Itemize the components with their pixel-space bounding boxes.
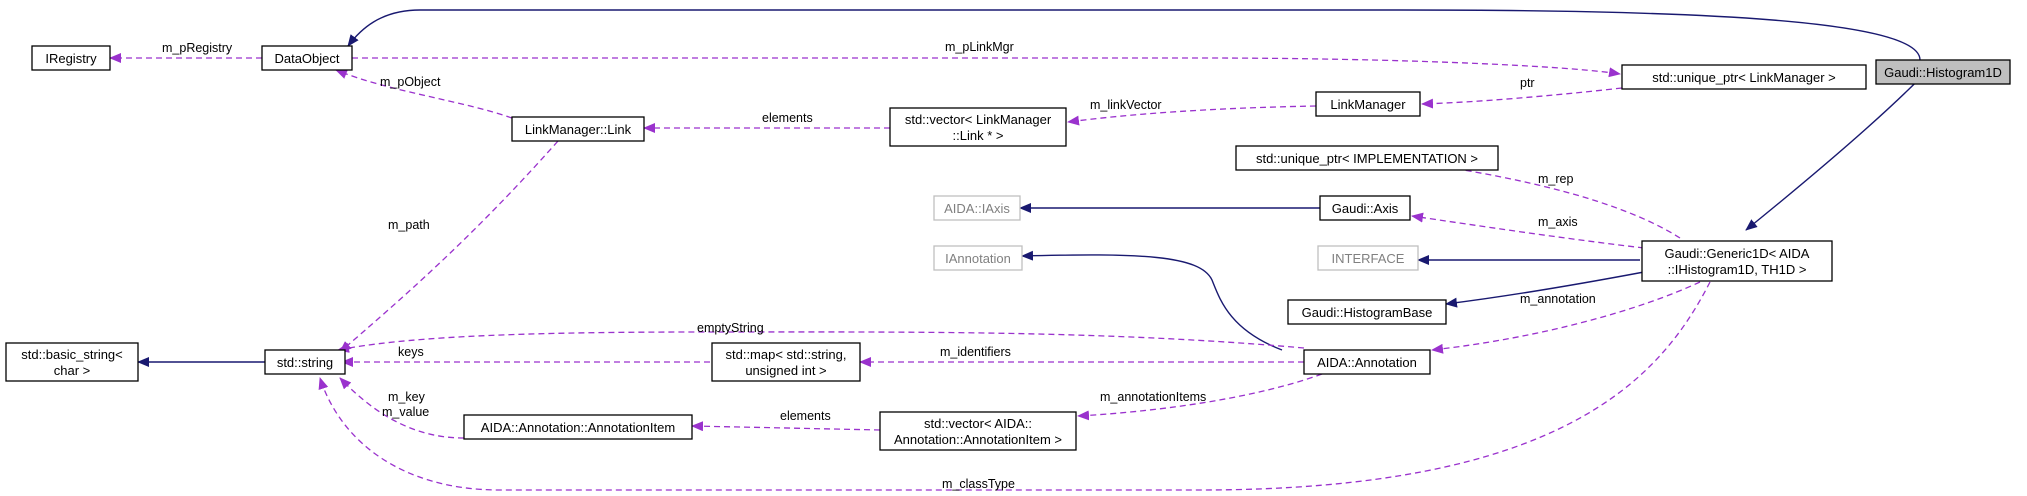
edge-label-m-linkvector: m_linkVector <box>1090 98 1162 112</box>
svg-text:IAnnotation: IAnnotation <box>945 251 1011 266</box>
svg-text:Gaudi::Histogram1D: Gaudi::Histogram1D <box>1884 65 2002 80</box>
edge-label-elements-annotation: elements <box>780 409 831 423</box>
edge-generic1d-to-histogram1d <box>1745 67 1931 231</box>
node-iregistry[interactable]: IRegistry <box>31 45 111 71</box>
edge-generic1d-to-string: m_classType <box>318 281 1711 491</box>
edge-unique-ptr-linkmanager-to-linkmanager: ptr <box>1421 76 1623 109</box>
node-annotation-item[interactable]: AIDA::Annotation::AnnotationItem <box>463 414 693 440</box>
svg-text:LinkManager::Link: LinkManager::Link <box>525 122 632 137</box>
edge-aida-annotation-to-map: m_identifiers <box>859 345 1304 367</box>
edge-aida-annotation-to-vector-annotation-item: m_annotationItems <box>1077 373 1323 421</box>
edge-label-keys: keys <box>398 345 424 359</box>
svg-text:std::unique_ptr< LinkManager >: std::unique_ptr< LinkManager > <box>1652 70 1836 85</box>
svg-text:AIDA::IAxis: AIDA::IAxis <box>944 201 1010 216</box>
node-unique-ptr-implementation[interactable]: std::unique_ptr< IMPLEMENTATION > <box>1235 145 1499 171</box>
svg-text:AIDA::Annotation: AIDA::Annotation <box>1317 355 1417 370</box>
edge-label-m-plinkmgr: m_pLinkMgr <box>945 40 1014 54</box>
svg-text:LinkManager: LinkManager <box>1330 97 1406 112</box>
node-dataobject[interactable]: DataObject <box>261 45 353 71</box>
edge-generic1d-to-unique-ptr-implementation: m_rep <box>1425 160 1681 239</box>
node-vector-annotation-item[interactable]: std::vector< AIDA:: Annotation::Annotati… <box>879 411 1077 451</box>
edge-label-m-key: m_key <box>388 390 426 404</box>
edge-generic1d-to-aida-annotation: m_annotation <box>1431 281 1701 354</box>
edge-vector-annotation-item-to-annotation-item: elements <box>691 409 881 432</box>
edge-label-elements-link: elements <box>762 111 813 125</box>
node-generic1d[interactable]: Gaudi::Generic1D< AIDA ::IHistogram1D, T… <box>1641 240 1833 282</box>
node-basic-string[interactable]: std::basic_string< char > <box>5 342 139 382</box>
svg-text:std::vector< LinkManager: std::vector< LinkManager <box>905 112 1052 127</box>
edge-label-m-annotationitems: m_annotationItems <box>1100 390 1206 404</box>
edge-dataobject-to-histogram1d <box>347 9 1921 61</box>
edge-iregistry-to-dataobject: m_pRegistry <box>109 41 262 63</box>
node-map-string[interactable]: std::map< std::string, unsigned int > <box>711 342 861 382</box>
edge-map-to-string: keys <box>341 345 710 367</box>
node-unique-ptr-linkmanager[interactable]: std::unique_ptr< LinkManager > <box>1621 64 1867 90</box>
edge-aida-annotation-to-iannotation <box>1021 250 1283 351</box>
edge-label-m-pregistry: m_pRegistry <box>162 41 233 55</box>
edge-label-m-pobject: m_pObject <box>380 75 441 89</box>
edge-vector-link-to-link: elements <box>643 111 890 133</box>
svg-text:std::vector< AIDA::: std::vector< AIDA:: <box>924 416 1032 431</box>
edge-generic1d-to-histogrambase <box>1445 271 1645 308</box>
edge-label-m-classtype: m_classType <box>942 477 1015 491</box>
edge-unique-ptr-linkmanager-to-dataobject: m_pLinkMgr <box>352 40 1621 78</box>
edge-label-m-annotation: m_annotation <box>1520 292 1596 306</box>
edge-label-m-path: m_path <box>388 218 430 232</box>
svg-text:std::string: std::string <box>277 355 333 370</box>
svg-text:unsigned int >: unsigned int > <box>745 363 826 378</box>
svg-text:DataObject: DataObject <box>274 51 339 66</box>
svg-text:Gaudi::Axis: Gaudi::Axis <box>1332 201 1399 216</box>
node-std-string[interactable]: std::string <box>264 349 346 375</box>
svg-text:std::basic_string<: std::basic_string< <box>21 347 123 362</box>
edge-generic1d-to-gaudi-axis: m_axis <box>1411 212 1645 249</box>
node-gaudi-axis[interactable]: Gaudi::Axis <box>1319 195 1411 221</box>
edge-label-ptr: ptr <box>1520 76 1535 90</box>
edge-linkmanager-to-vector-link: m_linkVector <box>1067 98 1317 126</box>
svg-text:Gaudi::HistogramBase: Gaudi::HistogramBase <box>1302 305 1433 320</box>
edge-label-emptystring: emptyString <box>697 321 764 335</box>
node-vector-link[interactable]: std::vector< LinkManager ::Link * > <box>889 107 1067 147</box>
node-linkmanager-link[interactable]: LinkManager::Link <box>511 116 645 142</box>
edge-annotation-item-to-string: m_key m_value <box>339 377 465 439</box>
edge-dataobject-to-link: m_pObject <box>335 69 513 119</box>
edge-label-m-identifiers: m_identifiers <box>940 345 1011 359</box>
node-aida-annotation[interactable]: AIDA::Annotation <box>1303 349 1431 375</box>
node-linkmanager[interactable]: LinkManager <box>1315 91 1421 117</box>
node-interface[interactable]: INTERFACE <box>1317 245 1419 271</box>
svg-text:IRegistry: IRegistry <box>45 51 97 66</box>
svg-text:char >: char > <box>54 363 91 378</box>
svg-text:::IHistogram1D, TH1D >: ::IHistogram1D, TH1D > <box>1668 262 1807 277</box>
edge-string-to-link: m_path <box>339 140 559 353</box>
svg-text:std::unique_ptr< IMPLEMENTATIO: std::unique_ptr< IMPLEMENTATION > <box>1256 151 1478 166</box>
svg-text:::Link * >: ::Link * > <box>953 128 1004 143</box>
node-iannotation[interactable]: IAnnotation <box>933 245 1023 271</box>
edge-label-m-value: m_value <box>382 405 429 419</box>
svg-text:Annotation::AnnotationItem >: Annotation::AnnotationItem > <box>894 432 1062 447</box>
svg-text:AIDA::Annotation::AnnotationIt: AIDA::Annotation::AnnotationItem <box>481 420 675 435</box>
svg-text:std::map< std::string,: std::map< std::string, <box>725 347 846 362</box>
edge-aida-annotation-to-string: emptyString <box>337 321 1305 353</box>
svg-text:INTERFACE: INTERFACE <box>1332 251 1405 266</box>
edge-label-m-axis: m_axis <box>1538 215 1578 229</box>
edge-label-m-rep: m_rep <box>1538 172 1573 186</box>
node-aida-iaxis[interactable]: AIDA::IAxis <box>933 195 1021 221</box>
node-histogram1d[interactable]: Gaudi::Histogram1D <box>1875 59 2011 85</box>
svg-text:Gaudi::Generic1D< AIDA: Gaudi::Generic1D< AIDA <box>1665 246 1810 261</box>
node-histogrambase[interactable]: Gaudi::HistogramBase <box>1287 299 1447 325</box>
